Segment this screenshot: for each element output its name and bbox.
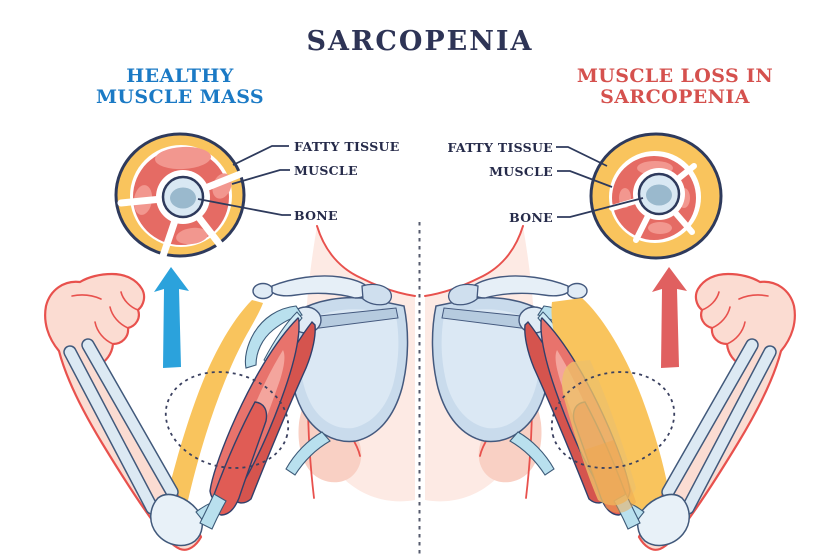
sarcopenia-cross-section — [589, 132, 723, 260]
fatty-tissue-leader-line — [556, 146, 608, 167]
muscle-girth-dashed-outline — [550, 371, 676, 469]
up-arrow-icon — [154, 267, 189, 368]
bone-leader-line — [557, 197, 644, 218]
bone-core — [646, 184, 672, 206]
bone-core — [170, 187, 196, 209]
muscle-label: MUSCLE — [294, 163, 358, 178]
fatty-tissue-label: FATTY TISSUE — [294, 139, 400, 154]
healthy-heading-line1: HEALTHY — [126, 65, 234, 87]
sarcopenia-arm-illustration — [424, 225, 795, 550]
bone-label: BONE — [509, 210, 553, 225]
sarcopenia-heading-line1: MUSCLE LOSS IN — [576, 65, 774, 87]
sarcopenia-heading: MUSCLE LOSS IN SARCOPENIA — [570, 66, 780, 108]
fatty-tissue-leader-line — [232, 145, 289, 166]
healthy-heading-line2: MUSCLE MASS — [95, 86, 265, 108]
muscle-leader-line — [231, 169, 290, 185]
fatty-tissue-label: FATTY TISSUE — [447, 140, 553, 155]
healthy-fatty-tissue-layer — [166, 300, 263, 509]
healthy-arm-illustration — [45, 225, 416, 550]
page-title: SARCOPENIA — [306, 26, 534, 57]
sarcopenia-cross-section-labels: FATTY TISSUE MUSCLE BONE — [447, 140, 644, 225]
bone-label: BONE — [294, 208, 338, 223]
sarcopenia-heading-line2: SARCOPENIA — [600, 86, 750, 108]
muscle-leader-line — [557, 170, 613, 188]
muscle-label: MUSCLE — [489, 164, 553, 179]
bone-leader-line — [197, 198, 291, 216]
up-arrow-icon — [652, 267, 687, 368]
muscle-girth-dashed-outline — [164, 371, 290, 469]
healthy-cross-section-labels: FATTY TISSUE MUSCLE BONE — [197, 139, 400, 223]
fat-infiltration-overlay-lower — [584, 440, 636, 513]
sarcopenia-fatty-tissue-layer — [551, 298, 670, 523]
healthy-cross-section — [114, 132, 247, 260]
healthy-heading: HEALTHY MUSCLE MASS — [90, 66, 270, 108]
